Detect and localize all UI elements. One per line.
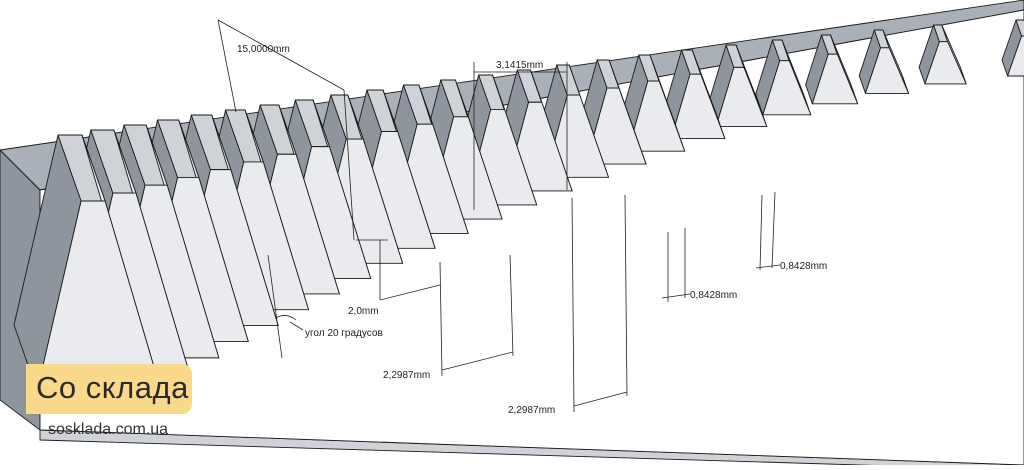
ext-line-height-bottom xyxy=(379,284,441,301)
ext-line-root2-right xyxy=(771,191,776,269)
tooth-front-face xyxy=(585,87,647,165)
ext-line-module-left xyxy=(217,19,237,113)
tooth-front-face xyxy=(924,41,967,85)
tooth-front-face xyxy=(627,80,686,152)
tooth-front-face xyxy=(670,73,726,140)
angle-ref-line xyxy=(267,254,283,359)
tooth-front-face xyxy=(762,60,812,116)
label-tooth-height: 2,0mm xyxy=(348,306,379,317)
dim-line-land1 xyxy=(441,351,514,371)
label-root-width-1: 0,8428mm xyxy=(690,290,737,301)
ext-line-land2-left xyxy=(571,197,575,413)
tooth-front-face xyxy=(811,53,859,105)
label-root-width-2: 0,8428mm xyxy=(780,261,827,272)
label-top-land-2: 2,2987mm xyxy=(508,405,555,416)
dim-line-root1 xyxy=(661,293,691,299)
angle-leader xyxy=(289,321,304,331)
dim-line-root2 xyxy=(755,264,781,269)
brand-badge: Со склада xyxy=(26,364,192,414)
ext-line-root2-left xyxy=(759,194,763,271)
tooth-front-face xyxy=(865,47,910,94)
brand-name: Со склада xyxy=(36,370,189,405)
label-module-length: 15,0000mm xyxy=(237,44,290,55)
tooth-top-land xyxy=(1015,19,1024,37)
ext-line-land1-left xyxy=(439,261,443,377)
label-top-land-1: 2,2987mm xyxy=(383,370,430,381)
ext-line-land2-right xyxy=(624,194,628,397)
label-pitch: 3,1415mm xyxy=(496,60,543,71)
dim-line-land2 xyxy=(573,391,628,407)
ext-line-land1-right xyxy=(509,254,514,357)
angle-arc xyxy=(275,315,297,321)
tooth-front-face xyxy=(1007,35,1024,77)
tooth-front-face xyxy=(715,66,768,127)
dim-line-module xyxy=(217,19,345,91)
brand-url[interactable]: sosklada.com.ua xyxy=(48,421,169,438)
label-pressure-angle: угол 20 градусов xyxy=(305,328,383,339)
ext-line-module-right xyxy=(343,89,355,241)
